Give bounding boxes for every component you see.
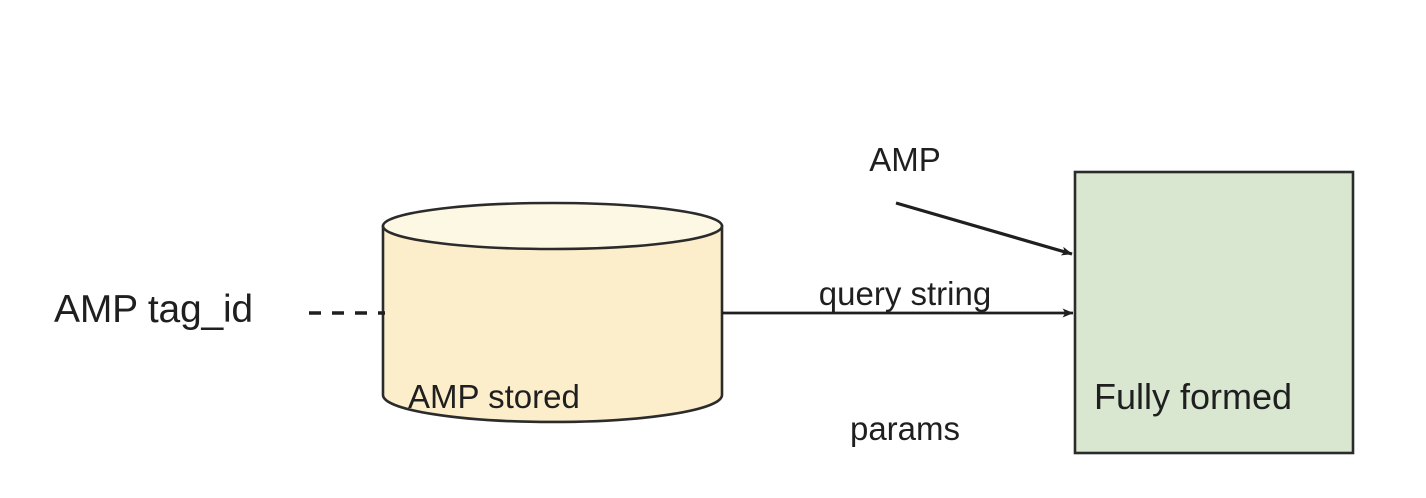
node-amp-tag-id-label: AMP tag_id (54, 288, 253, 331)
node-fully-formed-ortb-label: Fully formed ORTB (1094, 275, 1292, 498)
node-amp-stored-request-template-shape (381, 201, 724, 424)
qsp-line-2: query string (818, 275, 992, 313)
node-amp-stored-request-template-label: AMP stored request template (408, 280, 654, 498)
qsp-line-3: params (849, 410, 961, 447)
cylinder-line-1: AMP stored (408, 377, 580, 415)
node-amp-query-string-params-label: AMP query string params (790, 48, 1020, 498)
edge-qsp-to-ortb (895, 201, 1073, 256)
qsp-line-1: AMP (869, 140, 941, 178)
node-fully-formed-ortb-shape (1073, 170, 1355, 455)
ortb-line-1: Fully formed (1094, 375, 1293, 417)
